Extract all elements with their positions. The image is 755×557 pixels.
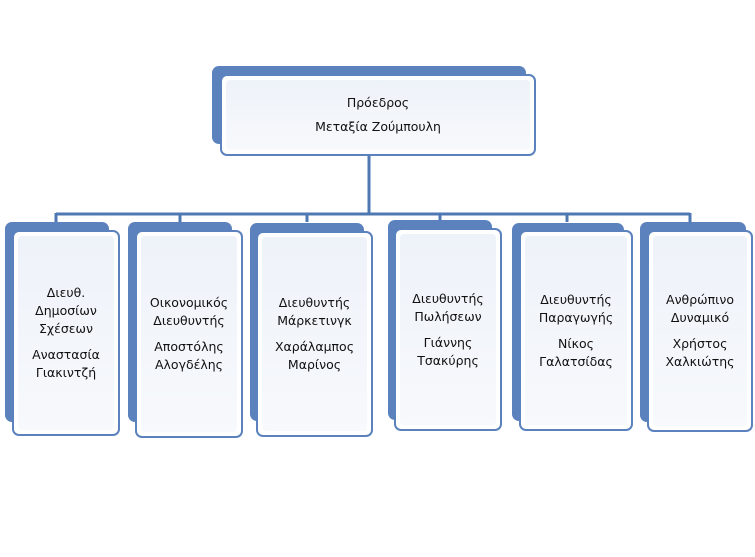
child-node-card: Διευθ. Δημοσίων Σχέσεων Αναστασία Γιακιν…: [12, 230, 120, 436]
child-role-line: Δυναμικό: [670, 310, 730, 325]
root-role: Πρόεδρος: [346, 95, 410, 110]
child-name-line: Αναστασία: [32, 347, 100, 362]
child-name-line: Γιακιντζή: [35, 365, 97, 380]
child-name-line: Αλογδέλης: [154, 357, 224, 372]
child-node-card: Ανθρώπινο Δυναμικό Χρήστος Χαλκιώτης: [647, 230, 753, 432]
child-role-line: Παραγωγής: [538, 309, 614, 325]
child-role-line: Ανθρώπινο: [666, 292, 734, 307]
child-role-line: Διευθ.: [46, 285, 86, 300]
child-name-line: Μαρίνος: [287, 357, 342, 372]
child-node-card: Διευθυντής Παραγωγής Νίκος Γαλατσίδας: [519, 230, 633, 431]
child-node-card: Διευθυντής Πωλήσεων Γιάννης Τσακύρης: [394, 228, 502, 431]
child-name-line: Τσακύρης: [417, 352, 479, 368]
child-name-line: Χαράλαμπος: [274, 339, 355, 354]
root-node-card: Πρόεδρος Μεταξία Ζούμπουλη: [220, 74, 536, 156]
child-node-card: Οικονομικός Διευθυντής Αποστόλης Αλογδέλ…: [135, 230, 243, 438]
child-role-line: Πωλήσεων: [414, 308, 482, 324]
child-role-line: Δημοσίων: [35, 303, 97, 318]
child-name-line: Αποστόλης: [154, 339, 224, 354]
child-role-line: Σχέσεων: [38, 321, 93, 336]
child-role-line: Διευθυντής: [540, 291, 612, 307]
child-role-line: Διευθυντής: [412, 290, 484, 306]
child-name-line: Νίκος: [558, 335, 594, 351]
child-name-line: Χρήστος: [672, 336, 728, 351]
child-role-line: Μάρκετινγκ: [277, 313, 352, 328]
child-node-card: Διευθυντής Μάρκετινγκ Χαράλαμπος Μαρίνος: [256, 231, 373, 437]
child-name-line: Χαλκιώτης: [665, 354, 735, 369]
child-name-line: Γιάννης: [423, 334, 473, 350]
child-role-line: Οικονομικός: [149, 295, 229, 310]
child-role-line: Διευθυντής: [278, 295, 351, 310]
child-role-line: Διευθυντής: [153, 313, 225, 328]
child-name-line: Γαλατσίδας: [539, 353, 613, 369]
root-name: Μεταξία Ζούμπουλη: [315, 119, 441, 134]
